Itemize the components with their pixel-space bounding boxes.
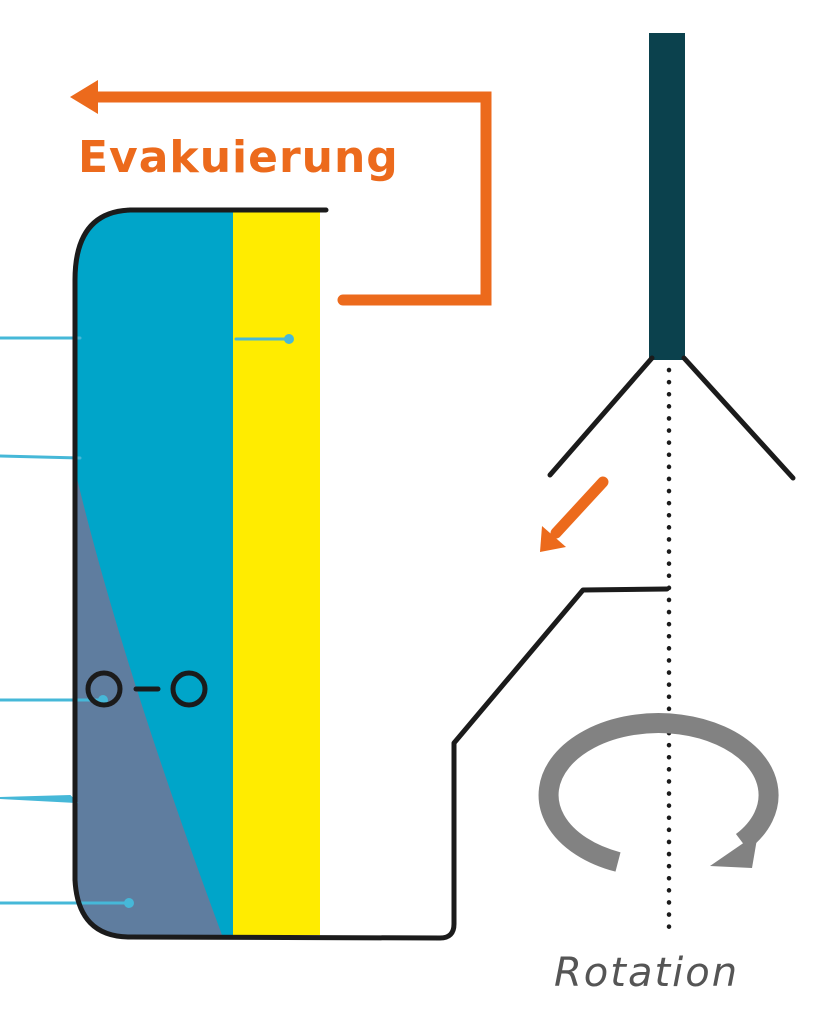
- pointer-lines: [0, 334, 294, 908]
- rotation-arrow-head: [710, 833, 758, 868]
- rotation-label: Rotation: [554, 950, 739, 996]
- pointer-line-2: [0, 454, 82, 460]
- inflow-arrow-head: [540, 526, 566, 552]
- container-outline: [72, 207, 670, 941]
- pointer-dot-5: [124, 898, 134, 908]
- molecule-atom-right: [170, 670, 208, 708]
- pointer-line-4: [0, 794, 79, 804]
- container-fill: [75, 212, 320, 935]
- nozzle-spray-cone: [547, 355, 796, 481]
- molecule-atom-left: [85, 670, 123, 708]
- yellow-layer: [233, 212, 320, 935]
- evacuation-arrow-line: [86, 91, 492, 306]
- nozzle: [547, 33, 796, 481]
- nozzle-tube: [649, 33, 685, 360]
- arrow-left-icon: [70, 80, 492, 306]
- pointer-dot-yellow: [284, 334, 294, 344]
- evacuation-label: Evakuierung: [78, 132, 399, 183]
- rotation-arrow-ring: [538, 713, 779, 872]
- bottom-residue-layer: [75, 470, 222, 935]
- arrow-down-left-icon: [540, 476, 609, 552]
- inflow-arrow-line: [550, 476, 609, 539]
- evacuation-arrow-head: [70, 80, 98, 114]
- molecule-icon: [85, 670, 208, 708]
- circular-arrow-icon: [538, 713, 779, 872]
